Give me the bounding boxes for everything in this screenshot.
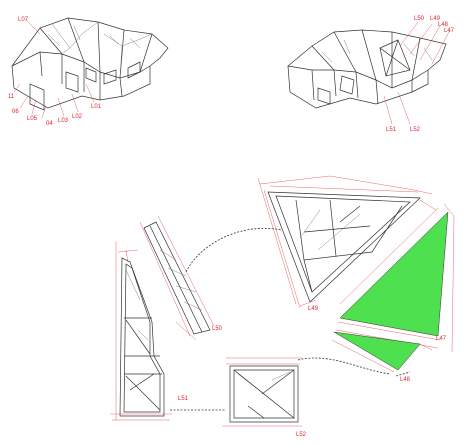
panel-l49 — [257, 175, 437, 309]
panel-label-l48: L48 — [400, 377, 411, 383]
panel-label-l50: L50 — [212, 326, 223, 332]
house-right-drawing — [287, 21, 451, 125]
panel-l50 — [139, 215, 215, 341]
panel-label-l51: L51 — [178, 396, 189, 402]
house-left-label-3: 06 — [12, 109, 19, 115]
house-left-label-8: L01 — [91, 104, 102, 110]
green-panel-l47 — [339, 211, 449, 337]
house-left-label-7: L02 — [72, 114, 83, 120]
house-left-label-5: L05 — [27, 116, 38, 122]
house-left-drawing — [11, 17, 169, 119]
connector-lines — [170, 228, 411, 411]
house-right-label-1: L50 — [414, 16, 425, 22]
house-right-label-2: L49 — [430, 16, 441, 22]
panel-l52 — [222, 357, 302, 427]
house-right-label-6: L52 — [410, 127, 421, 133]
house-left-label-1: L07 — [18, 17, 29, 23]
house-right-label-4: L47 — [444, 28, 455, 34]
house-left-label-4: 04 — [46, 121, 53, 127]
panel-label-l47: L47 — [436, 336, 447, 342]
green-panel-l48 — [333, 331, 421, 371]
panel-l51 — [110, 242, 172, 421]
panel-label-l52: L52 — [296, 432, 307, 438]
panel-label-l49: L49 — [308, 306, 319, 312]
house-left-label-2: 11 — [8, 94, 15, 100]
house-right-label-5: L51 — [386, 127, 397, 133]
panel-l47-l48 — [331, 203, 455, 373]
house-right-label-3: L48 — [438, 22, 449, 28]
house-left-label-6: L03 — [58, 118, 69, 124]
